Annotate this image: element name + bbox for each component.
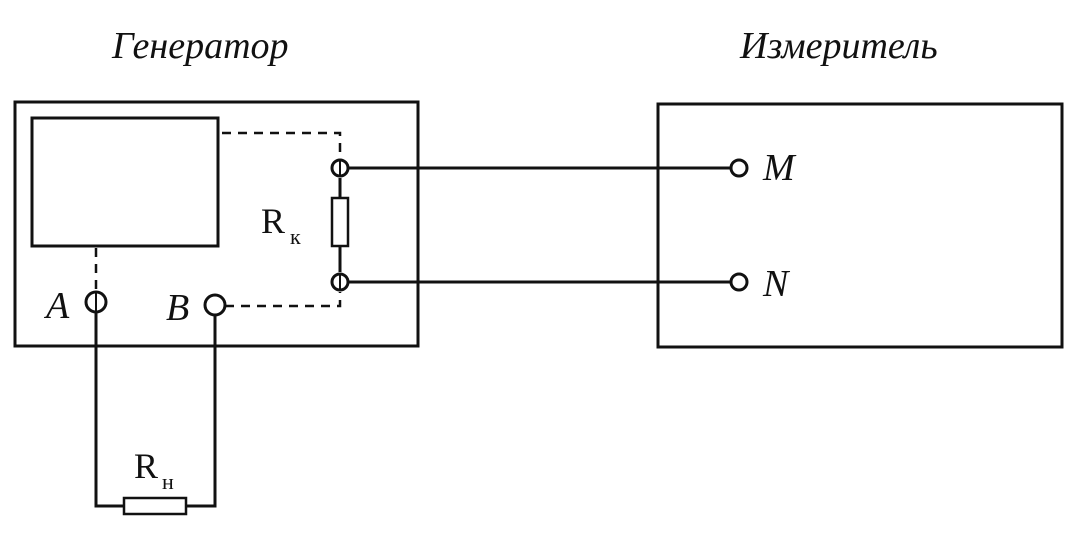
load-wire [94,312,217,508]
dashed-link-b-to-rk [225,292,342,308]
rn-label-sub: н [162,469,174,494]
resistor-rk [330,196,350,248]
terminal-b-label: B [166,287,189,329]
terminal-m [729,158,749,178]
terminal-b [203,293,227,317]
generator-display [30,116,220,248]
meter-box [656,102,1064,349]
meter-title: Измеритель [739,25,938,67]
terminal-n-label: N [762,263,791,305]
rk-label-sub: к [290,224,301,249]
generator-title: Генератор [111,25,289,67]
terminal-n [729,272,749,292]
resistor-rn [122,496,188,516]
rk-label: R [261,201,285,241]
terminal-a-label: A [43,285,70,327]
terminal-m-label: M [762,147,797,189]
dashed-link-display-to-rk [222,131,342,158]
rn-label: R [134,446,158,486]
